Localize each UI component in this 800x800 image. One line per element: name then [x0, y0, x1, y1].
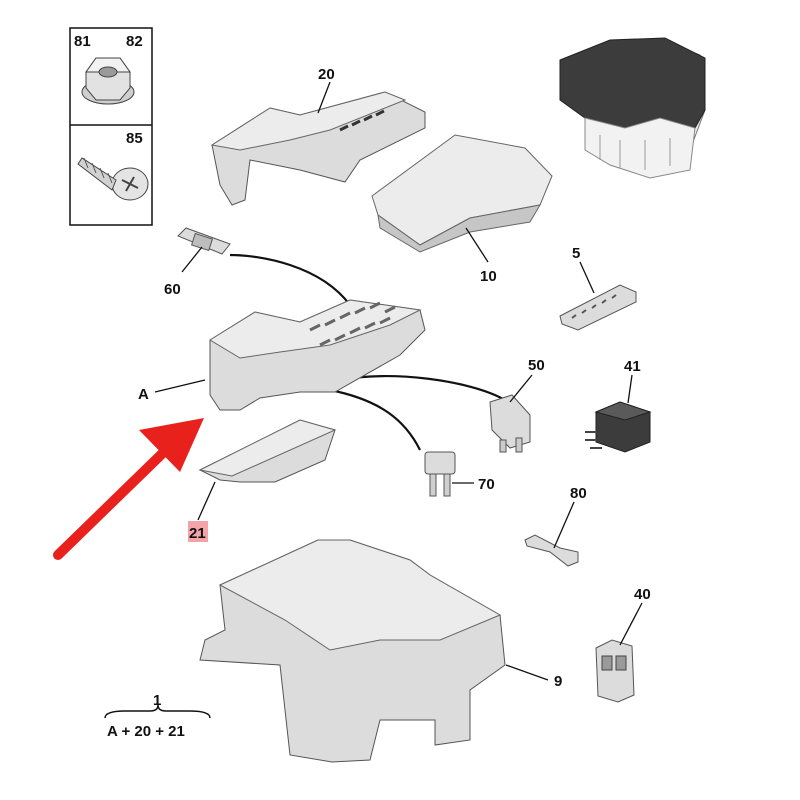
- label-81: 81: [74, 33, 91, 50]
- callout-60: 60: [164, 281, 181, 298]
- part-41-relay: [585, 401, 652, 453]
- part-9-lower-housing: [199, 539, 506, 763]
- callout-labels: 20 10 5 60 A 50 41 70 21 80 40 9: [138, 66, 651, 690]
- part-21-support-plate: [198, 419, 337, 483]
- fastener-table: 81 82 85: [69, 27, 153, 226]
- leader-lines: [154, 81, 643, 681]
- part-40-connector-block: [595, 639, 635, 703]
- part-60-shunt: [177, 227, 231, 255]
- highlight-21: [188, 521, 208, 542]
- callout-9: 9: [554, 673, 562, 690]
- callout-50: 50: [528, 357, 545, 374]
- callout-21: 21: [189, 525, 206, 542]
- fuse-box-module-photo: [559, 37, 706, 179]
- self-tapping-screw-icon: [77, 157, 149, 201]
- callout-A: A: [138, 386, 149, 403]
- part-A-fuse-box: [209, 299, 426, 411]
- callout-5: 5: [572, 245, 580, 262]
- label-85: 85: [126, 130, 143, 147]
- callout-70: 70: [478, 476, 495, 493]
- hex-flange-nut-icon: [81, 57, 135, 105]
- part-5-terminal-strip: [559, 284, 637, 331]
- part-20-upper-cover: [210, 91, 426, 206]
- assembly-legend: 1 A + 20 + 21: [104, 692, 211, 740]
- callout-41: 41: [624, 358, 641, 375]
- part-70-blade-fuse: [424, 451, 456, 497]
- red-pointer-arrow: [53, 418, 204, 560]
- assembly-brace: [104, 704, 211, 719]
- part-10-lid: [371, 134, 553, 253]
- label-82: 82: [126, 33, 143, 50]
- assembly-formula: A + 20 + 21: [107, 723, 185, 740]
- callout-10: 10: [480, 268, 497, 285]
- part-50-fuse: [489, 394, 531, 453]
- callout-20: 20: [318, 66, 335, 83]
- callout-80: 80: [570, 485, 587, 502]
- assembly-number: 1: [153, 692, 161, 709]
- part-80-connector: [524, 534, 579, 567]
- callout-40: 40: [634, 586, 651, 603]
